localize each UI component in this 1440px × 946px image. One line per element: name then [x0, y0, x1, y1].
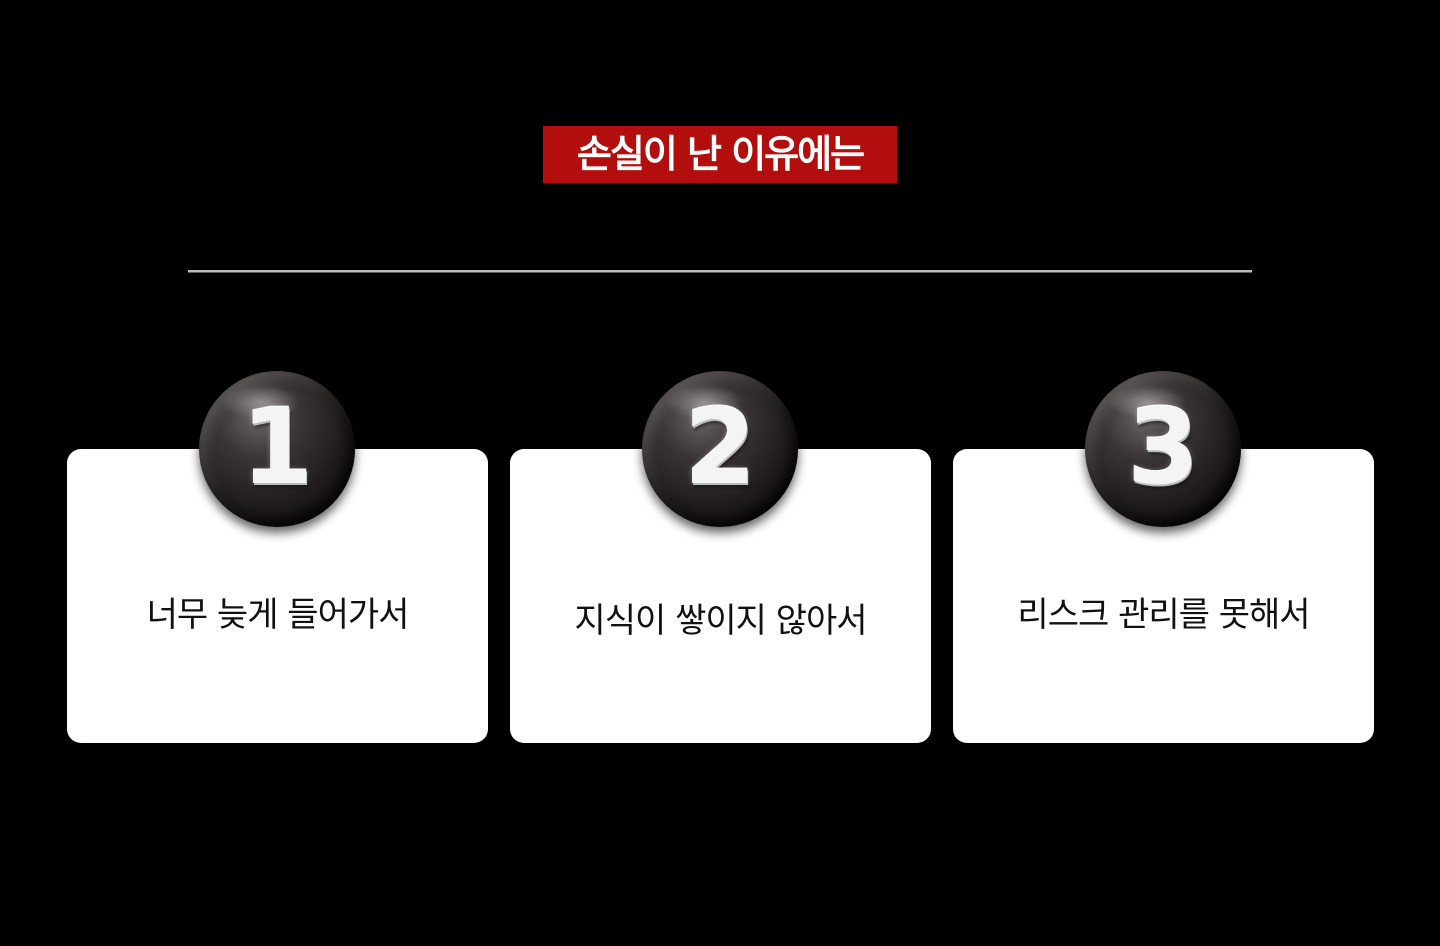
reason-card-2: 지식이 쌓이지 않아서 [510, 449, 931, 743]
divider-line [188, 270, 1252, 272]
reason-label-3: 리스크 관리를 못해서 [1017, 595, 1310, 635]
reason-label-2: 지식이 쌓이지 않아서 [574, 601, 867, 641]
heading-container: 손실이 난 이유에는 [0, 126, 1440, 183]
number-one-badge-icon: 1 [199, 371, 355, 527]
badge-number-3: 3 [1126, 386, 1200, 508]
reason-label-1: 너무 늦게 들어가서 [146, 595, 410, 635]
badge-number-1: 1 [240, 386, 314, 508]
number-three-badge-icon: 3 [1085, 371, 1241, 527]
section-heading: 손실이 난 이유에는 [542, 126, 898, 183]
number-two-badge-icon: 2 [642, 371, 798, 527]
badge-number-2: 2 [683, 386, 757, 508]
